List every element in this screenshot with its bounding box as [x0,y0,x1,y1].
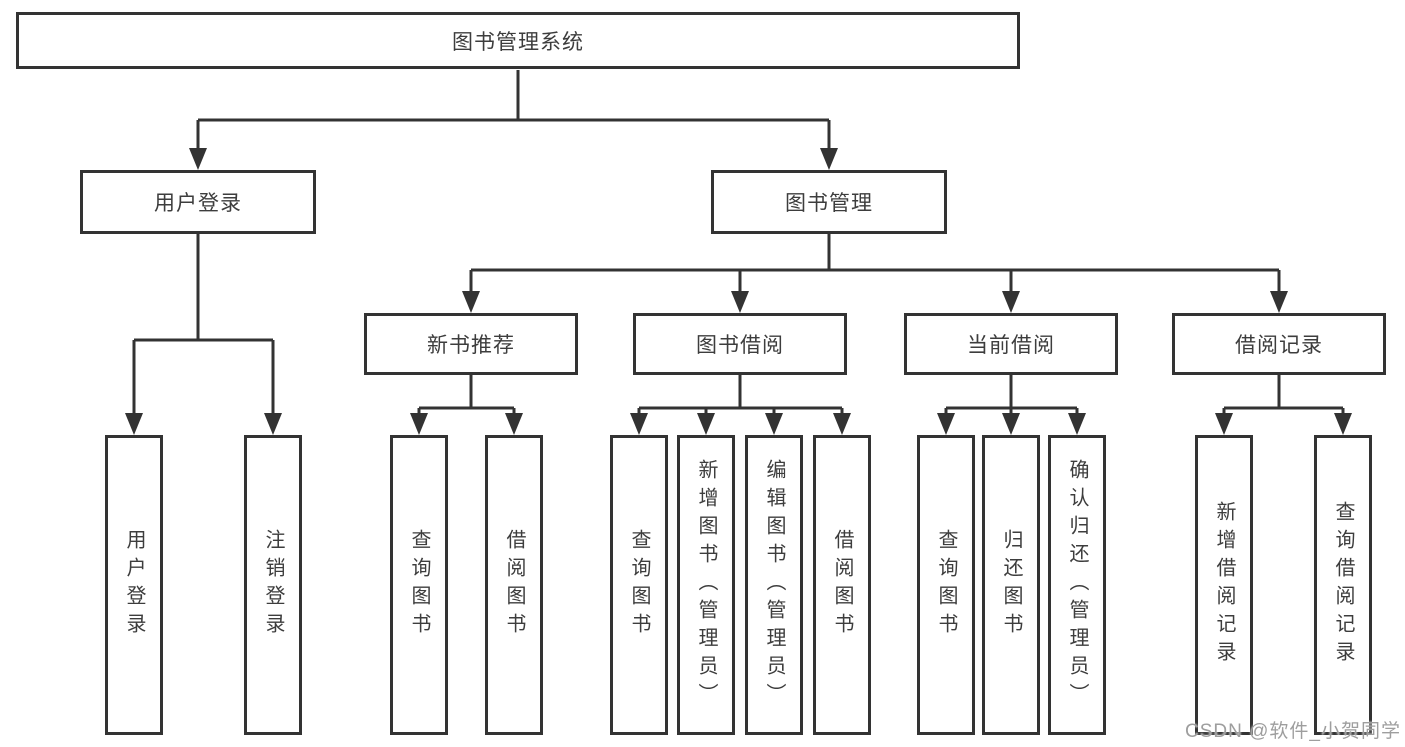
node-user-login-label: 用户登录 [154,192,242,215]
node-book-borrowing: 图书借阅 [633,313,847,375]
node-borrow-records-label: 借阅记录 [1235,334,1323,357]
leaf-confirm-return-admin-label: 确认归还（管理员） [1066,459,1088,711]
leaf-query-borrow-record: 查询借阅记录 [1314,435,1372,735]
leaf-borrow-books-recommend-label: 借阅图书 [503,529,525,641]
node-user-login: 用户登录 [80,170,316,234]
leaf-borrow-books: 借阅图书 [813,435,871,735]
node-new-book-recommend: 新书推荐 [364,313,578,375]
node-book-management-label: 图书管理 [785,192,873,215]
leaf-return-book: 归还图书 [982,435,1040,735]
leaf-query-books-borrow: 查询图书 [610,435,668,735]
leaf-query-books-recommend-label: 查询图书 [408,529,430,641]
leaf-add-borrow-record: 新增借阅记录 [1195,435,1253,735]
leaf-logout-label: 注销登录 [262,529,284,641]
leaf-edit-book-admin-label: 编辑图书（管理员） [763,459,785,711]
arrow-shafts [132,120,1345,416]
leaf-return-book-label: 归还图书 [1000,529,1022,641]
leaf-add-book-admin: 新增图书（管理员） [677,435,735,735]
csdn-watermark: CSDN @软件_小贺同学 [1185,721,1401,742]
leaf-user-login: 用户登录 [105,435,163,735]
leaf-confirm-return-admin: 确认归还（管理员） [1048,435,1106,735]
node-new-book-recommend-label: 新书推荐 [427,334,515,357]
leaf-edit-book-admin: 编辑图书（管理员） [745,435,803,735]
root-node-label: 图书管理系统 [452,30,584,54]
leaf-user-login-label: 用户登录 [123,529,145,641]
leaf-logout: 注销登录 [244,435,302,735]
leaf-query-books-current: 查询图书 [917,435,975,735]
node-current-borrowing-label: 当前借阅 [967,334,1055,357]
leaf-query-borrow-record-label: 查询借阅记录 [1332,501,1354,669]
node-book-management: 图书管理 [711,170,947,234]
node-borrow-records: 借阅记录 [1172,313,1386,375]
leaf-borrow-books-label: 借阅图书 [831,529,853,641]
leaf-query-books-recommend: 查询图书 [390,435,448,735]
node-book-borrowing-label: 图书借阅 [696,334,784,357]
leaf-add-borrow-record-label: 新增借阅记录 [1213,501,1235,669]
leaf-query-books-borrow-label: 查询图书 [628,529,650,641]
root-node-library-system: 图书管理系统 [16,12,1020,69]
arrow-heads [125,148,1352,435]
leaf-add-book-admin-label: 新增图书（管理员） [695,459,717,711]
leaf-query-books-current-label: 查询图书 [935,529,957,641]
leaf-borrow-books-recommend: 借阅图书 [485,435,543,735]
node-current-borrowing: 当前借阅 [904,313,1118,375]
